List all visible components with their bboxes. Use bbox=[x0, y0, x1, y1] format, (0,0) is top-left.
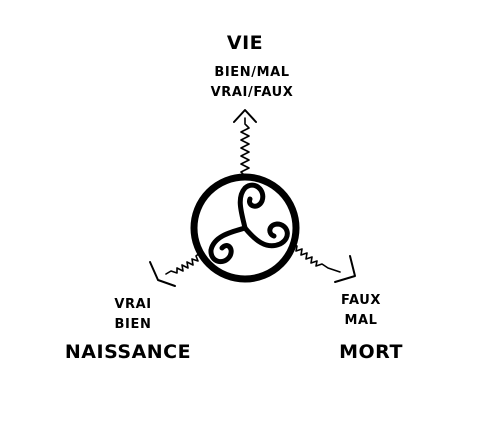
label-mal: MAL bbox=[344, 313, 378, 328]
arrow-down-left bbox=[149, 251, 202, 287]
label-naissance: NAISSANCE bbox=[64, 341, 192, 363]
label-mort: MORT bbox=[339, 341, 403, 363]
label-vie: VIE bbox=[226, 32, 264, 54]
triskelion-icon bbox=[208, 182, 290, 265]
label-bien-mal: BIEN/MAL bbox=[214, 65, 290, 80]
label-vrai-faux: VRAI/FAUX bbox=[210, 85, 294, 100]
center-circle bbox=[190, 173, 300, 283]
label-faux: FAUX bbox=[340, 293, 382, 308]
label-vrai: VRAI bbox=[114, 297, 152, 312]
arrow-up bbox=[233, 109, 257, 177]
label-bien: BIEN bbox=[114, 317, 152, 332]
arrow-down-right bbox=[291, 242, 356, 283]
